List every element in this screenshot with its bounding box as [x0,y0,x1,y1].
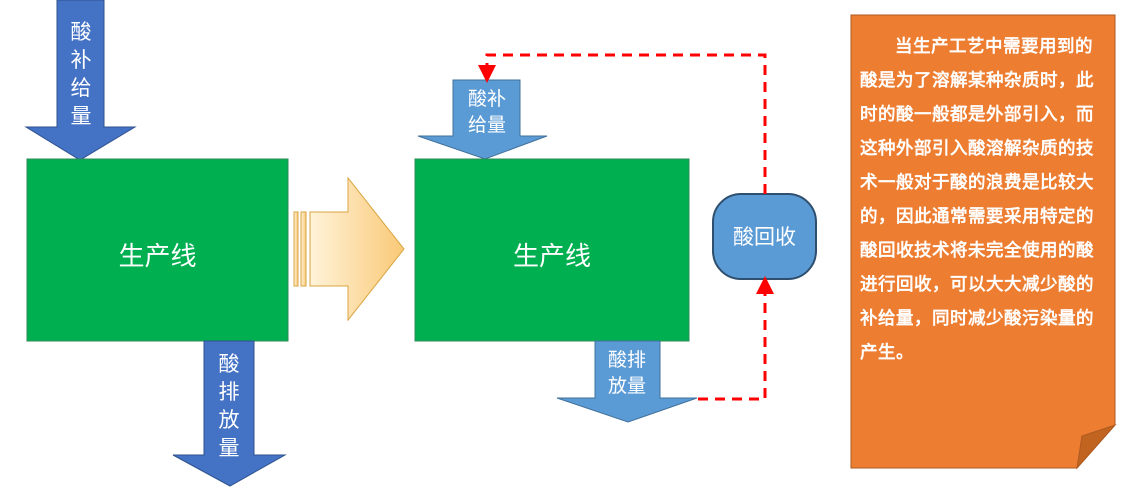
right-production-label: 生产线 [512,242,591,272]
left-acid-in-arrow [24,0,137,161]
note-text: 当生产工艺中需要用到的酸是为了溶解某种杂质时，此时的酸一般都是外部引入，而这种外… [860,37,1094,363]
right-acid-out-arrow [556,340,698,423]
left-acid-out-arrow [172,340,287,487]
note-fold [1076,423,1117,470]
left-acid-out-label: 酸排放量 [218,352,240,460]
left-production-label: 生产线 [118,242,197,272]
transition-arrow [293,176,405,322]
right-acid-in-label: 酸补给量 [467,88,506,136]
left-production-box [26,158,289,342]
left-acid-in-label: 酸补给量 [70,20,92,128]
recovery-return-line [698,276,774,401]
right-production-box [414,158,690,342]
recovery-supply-line [478,53,767,194]
right-acid-out-label: 酸排放量 [607,349,646,397]
right-acid-in-arrow [417,79,548,160]
acid-recovery-label: 酸回收 [733,225,796,249]
